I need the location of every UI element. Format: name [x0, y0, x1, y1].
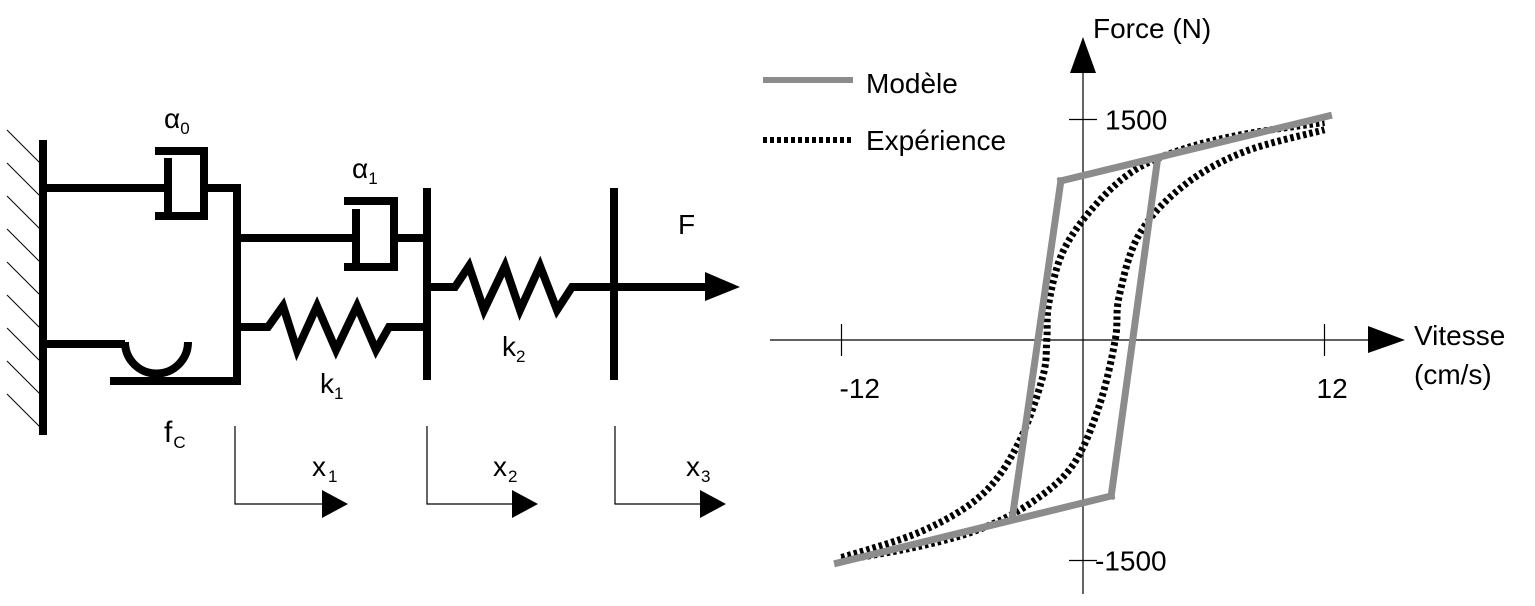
model-segment — [1107, 156, 1162, 500]
x-axis-label-line1: Vitesse — [1414, 320, 1505, 351]
x-axis-arrow-head — [1368, 326, 1405, 353]
model-segment — [1008, 176, 1065, 520]
y-tick-label: 1500 — [1105, 105, 1167, 136]
ground-hatch — [6, 129, 41, 428]
hysteresis-chart: Modèle Expérience Force (N) Vitesse (cm/… — [763, 13, 1505, 594]
x3-arrow-head — [700, 490, 726, 518]
label-alpha1: α1 — [352, 153, 378, 188]
x-axis-label-line2: (cm/s) — [1414, 359, 1492, 390]
friction-element-fc — [43, 340, 237, 385]
y-tick-label: -1500 — [1095, 546, 1167, 577]
label-k2: k2 — [502, 331, 525, 366]
model-segment — [833, 491, 1116, 568]
x2-arrow-head — [512, 490, 538, 518]
spring-k1 — [237, 296, 427, 362]
legend-label-experience: Expérience — [866, 125, 1006, 156]
x1-arrow — [234, 426, 325, 505]
label-k1: k1 — [320, 368, 343, 403]
label-force-f: F — [678, 209, 695, 240]
y-axis-label: Force (N) — [1093, 13, 1211, 44]
spring-k2 — [427, 255, 614, 321]
force-arrow-head — [705, 272, 740, 301]
x1-arrow-head — [322, 490, 348, 518]
x-tick-label: 12 — [1317, 373, 1348, 404]
experience-curve-lower — [840, 126, 1326, 564]
x3-arrow — [614, 426, 703, 505]
label-x2: x2 — [493, 451, 517, 486]
x-tick-label: -12 — [840, 373, 880, 404]
y-axis-arrow-head — [1070, 37, 1096, 73]
damper-alpha0 — [43, 147, 237, 220]
label-fc: fC — [164, 416, 186, 452]
model-segment — [1056, 111, 1333, 186]
legend-label-model: Modèle — [866, 68, 958, 99]
x2-arrow — [426, 426, 515, 505]
label-x3: x3 — [686, 451, 710, 486]
damper-alpha1 — [237, 197, 427, 271]
legend: Modèle Expérience — [763, 68, 1006, 156]
label-alpha0: α0 — [164, 103, 190, 138]
